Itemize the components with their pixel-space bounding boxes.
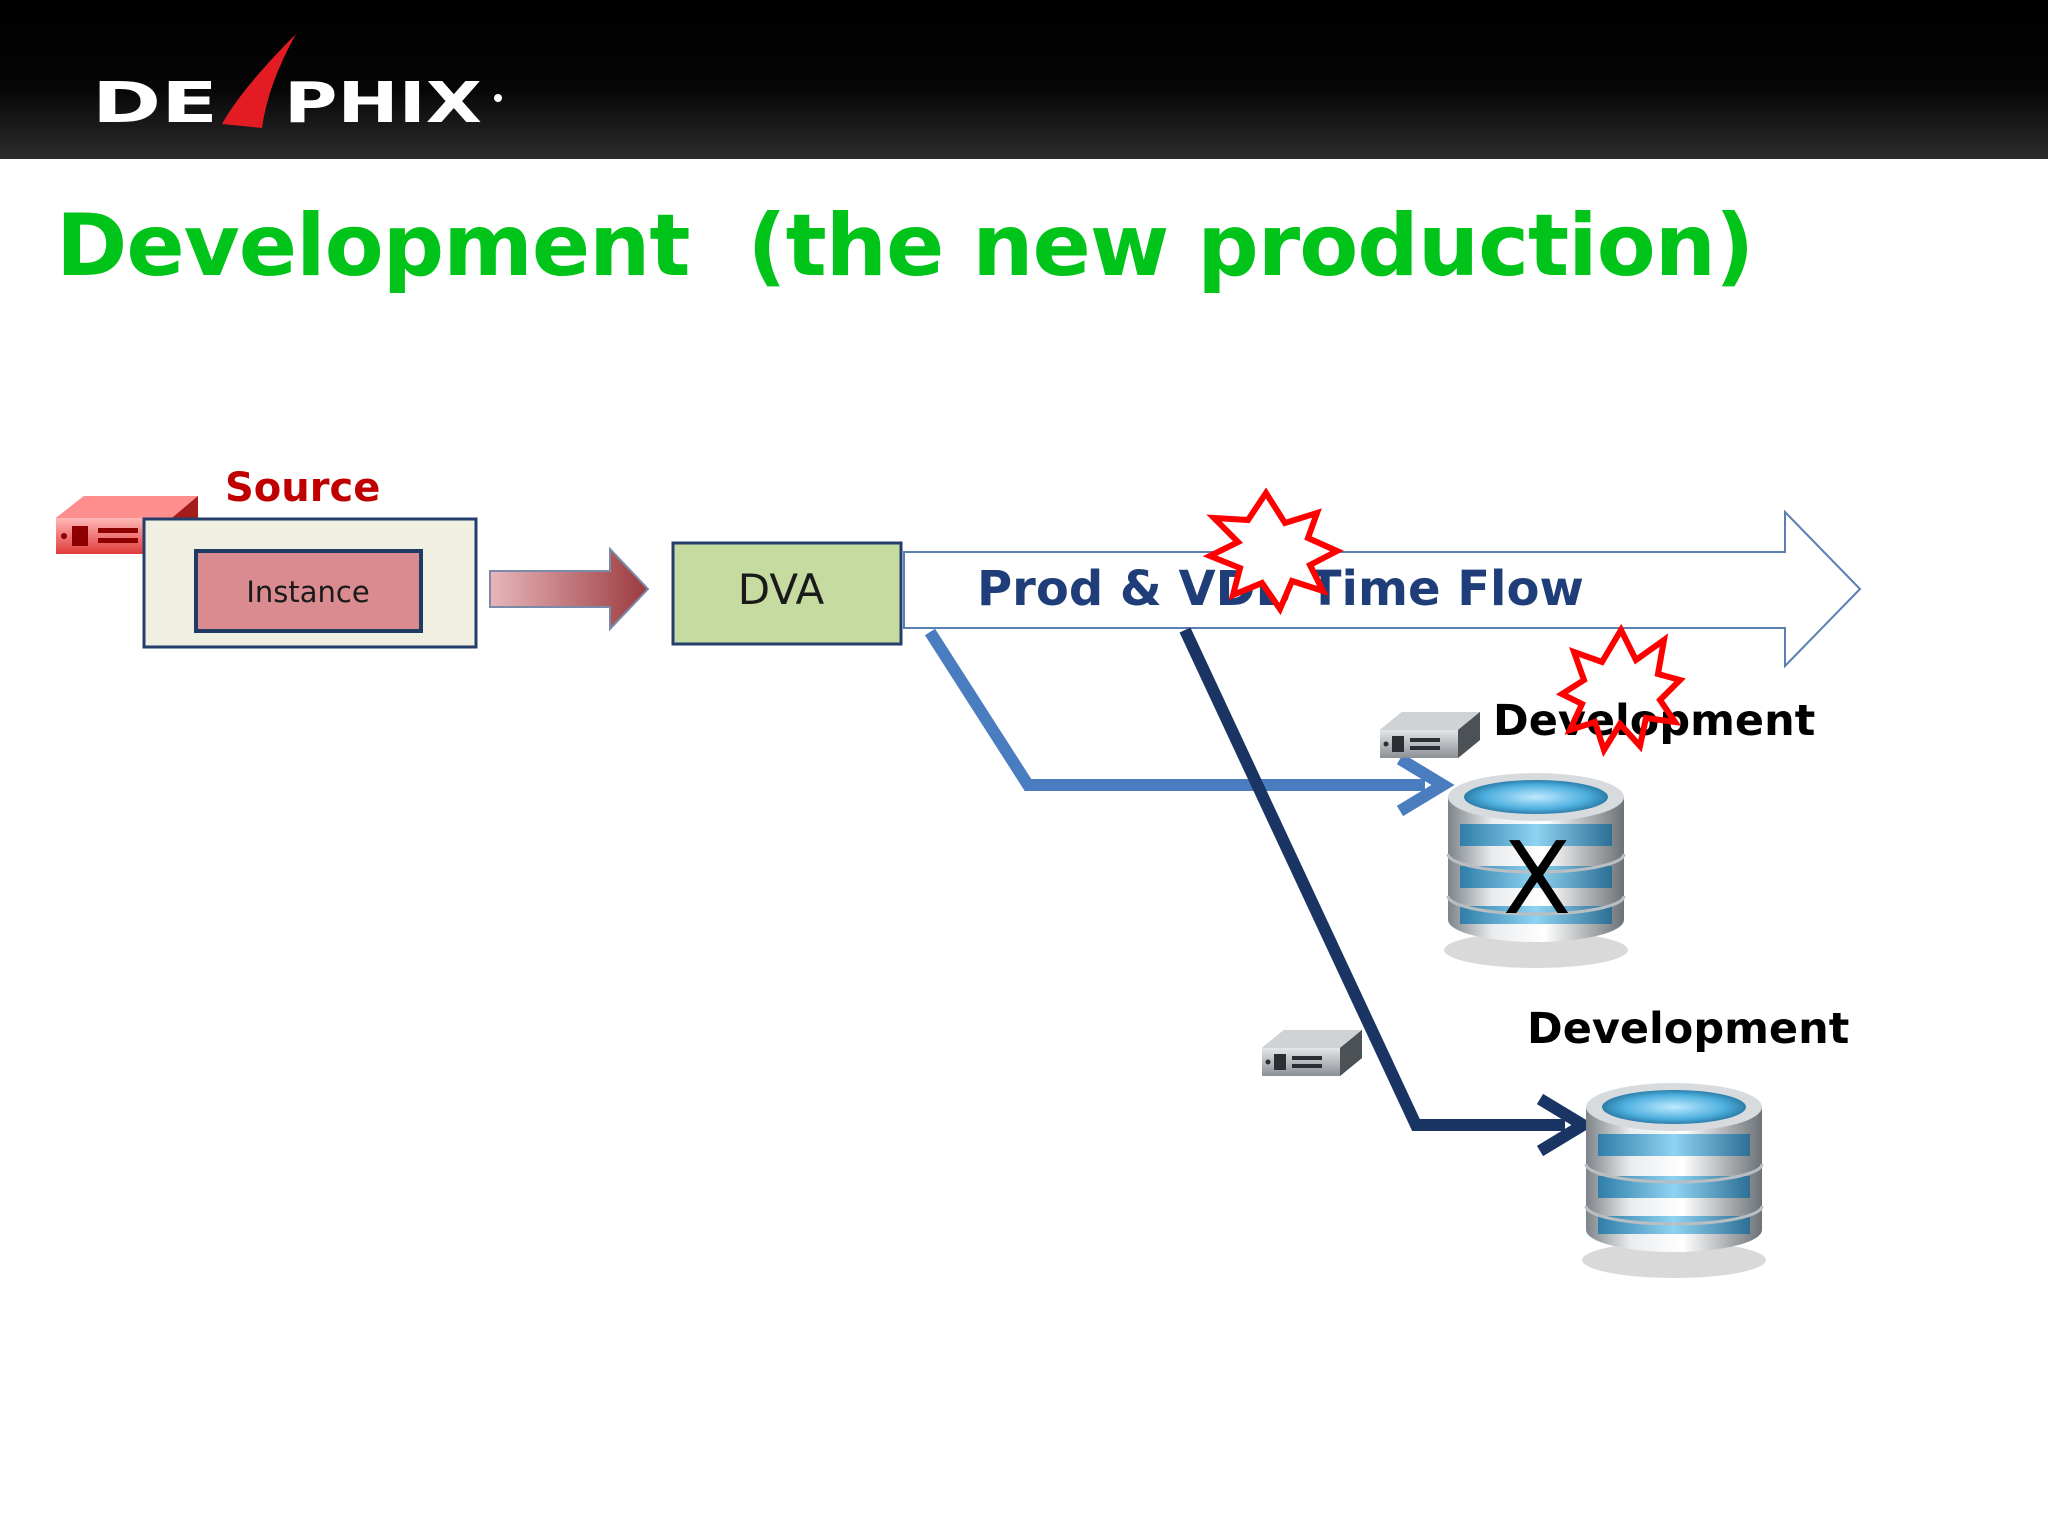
dev-label-2: Development [1527, 1004, 1849, 1054]
branch-arrowhead-dark [1536, 1093, 1595, 1157]
dva-box [671, 541, 903, 646]
header-bar: DE PHIX [0, 0, 2048, 159]
logo-registered-icon [494, 94, 502, 102]
logo-text-left: DE [92, 71, 218, 136]
instance-box [194, 549, 423, 633]
failed-marker: X [1503, 820, 1572, 937]
logo-text-right: PHIX [284, 71, 482, 136]
slide-title: Development (the new production) [56, 196, 1754, 296]
branch-arrow-dark [1179, 627, 1565, 1131]
burst-icon-timeflow [1202, 487, 1344, 616]
vdb-server-icon-2 [1262, 1030, 1362, 1076]
dva-label: DVA [738, 565, 825, 614]
instance-label: Instance [246, 575, 369, 609]
source-label: Source [225, 465, 380, 511]
burst-icon-development [1555, 623, 1686, 758]
branch-arrowhead-light [1396, 753, 1455, 817]
source-to-dva-arrow [489, 546, 650, 632]
logo-swoosh-icon [222, 34, 296, 128]
database-icon-2 [1580, 1081, 1768, 1280]
delphix-logo: DE PHIX [92, 34, 502, 136]
vdb-server-icon-1 [1380, 712, 1480, 758]
branch-arrow-light [924, 628, 1425, 791]
